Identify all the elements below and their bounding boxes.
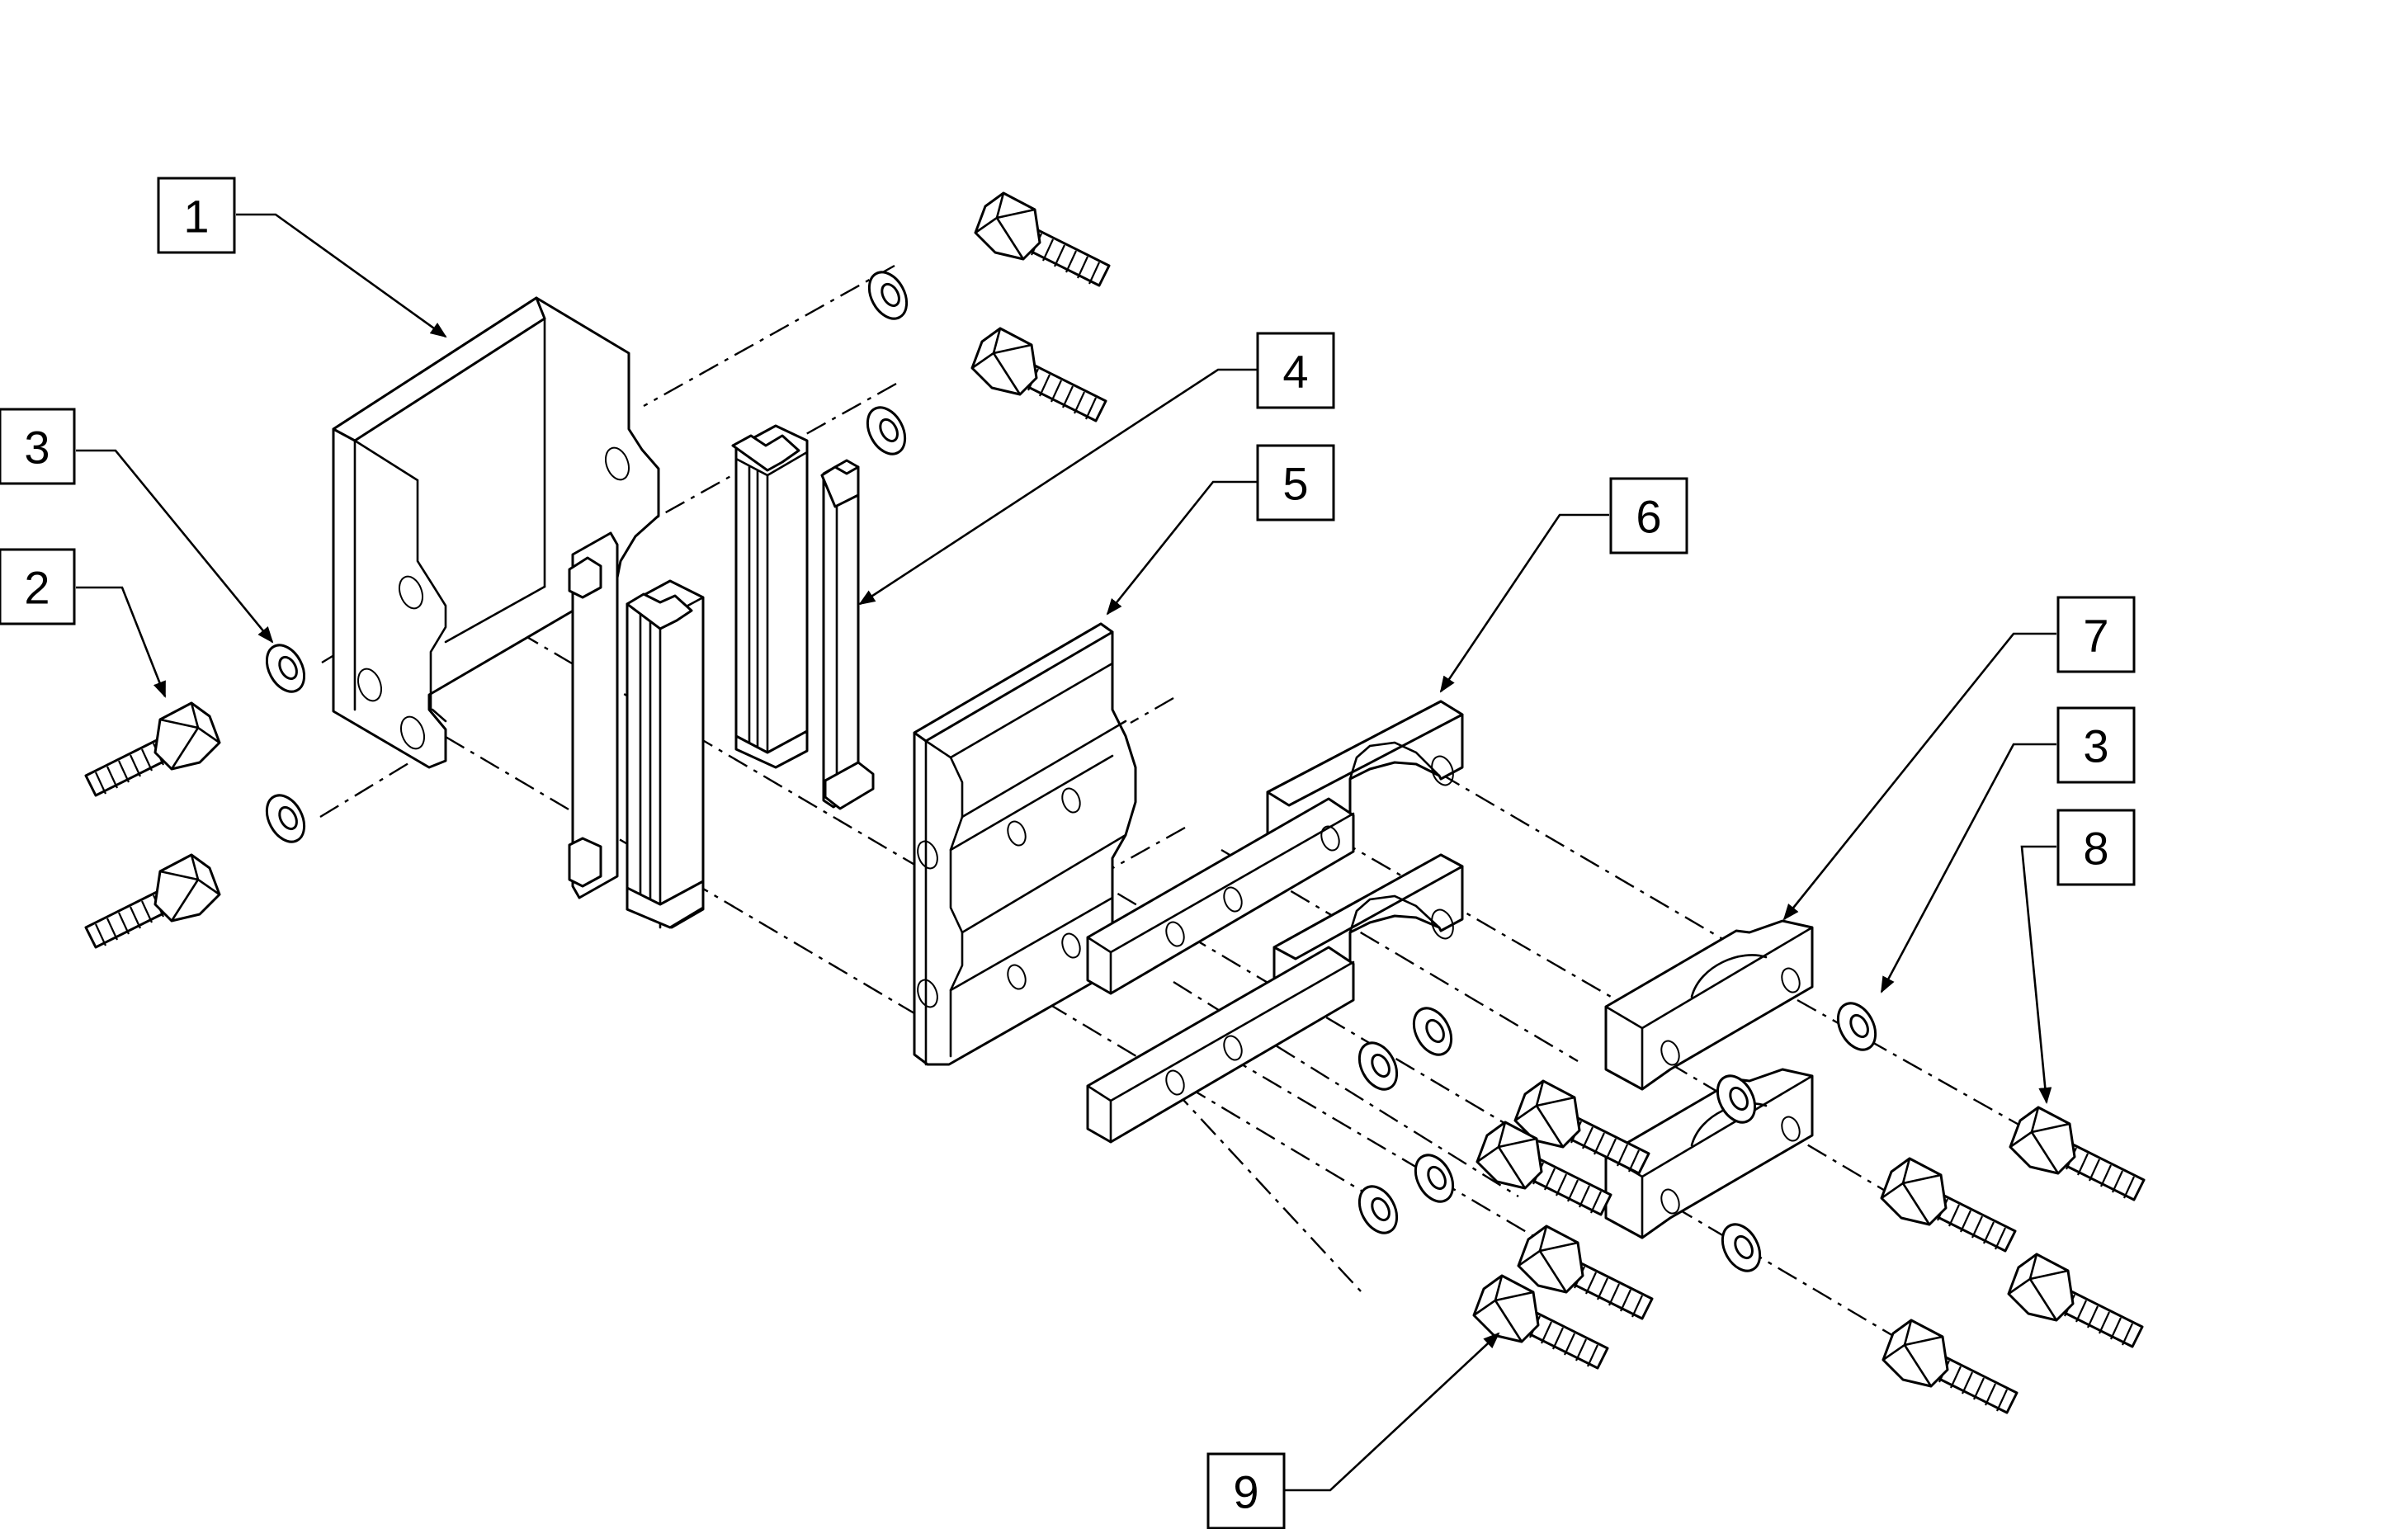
washer-left-upper bbox=[257, 637, 314, 700]
part-4-strip-left-pair bbox=[568, 531, 705, 929]
callout-7: 7 bbox=[2056, 596, 2136, 673]
part-4-strip-right-pair bbox=[731, 424, 875, 810]
bolt-mid-3 bbox=[1517, 1225, 1654, 1320]
callout-8: 8 bbox=[2056, 809, 2136, 886]
callout-1: 1 bbox=[157, 177, 236, 254]
washer-right bbox=[1829, 995, 1885, 1058]
callout-2-label: 2 bbox=[24, 562, 50, 614]
leader-lines bbox=[76, 213, 2056, 1492]
center-lines bbox=[319, 264, 2023, 1355]
callout-9-label: 9 bbox=[1233, 1466, 1258, 1518]
part-1-bracket bbox=[332, 296, 660, 769]
washer-mid-2 bbox=[1350, 1035, 1406, 1097]
washer-left-lower bbox=[257, 787, 314, 850]
part-6-bar-upper bbox=[1086, 797, 1355, 995]
part-6-bar-lower bbox=[1086, 946, 1355, 1144]
callout-4-label: 4 bbox=[1282, 346, 1308, 398]
callout-3-right: 3 bbox=[2056, 706, 2136, 784]
callout-6-label: 6 bbox=[1636, 491, 1661, 543]
part-7-cap-upper bbox=[1604, 919, 1814, 1091]
washer-top-1 bbox=[860, 264, 916, 327]
washer-mid-4 bbox=[1350, 1178, 1406, 1241]
callout-6: 6 bbox=[1609, 477, 1688, 554]
washer-top-2 bbox=[858, 399, 914, 462]
bolt-right-upper bbox=[2009, 1106, 2146, 1201]
bolt-right-lower bbox=[2007, 1253, 2144, 1348]
callout-8-label: 8 bbox=[2083, 823, 2108, 875]
callout-2: 2 bbox=[0, 548, 76, 625]
callout-3-left-label: 3 bbox=[24, 422, 50, 474]
bolt-cap-lower bbox=[1882, 1319, 2018, 1414]
bolt-cap-upper bbox=[1880, 1157, 2017, 1253]
callout-7-label: 7 bbox=[2083, 610, 2108, 662]
part-5-clamp-block bbox=[913, 622, 1139, 1066]
washer-mid-3 bbox=[1406, 1147, 1462, 1210]
callout-4: 4 bbox=[1256, 332, 1335, 409]
bolt-left-upper bbox=[84, 701, 221, 797]
bolt-top-2 bbox=[970, 327, 1107, 422]
callout-3-right-label: 3 bbox=[2083, 720, 2108, 772]
callout-5: 5 bbox=[1256, 444, 1335, 521]
washer-mid-1 bbox=[1405, 1000, 1461, 1063]
callout-5-label: 5 bbox=[1282, 458, 1308, 510]
bolt-left-lower bbox=[84, 853, 221, 949]
callout-3-left: 3 bbox=[0, 408, 76, 485]
washer-cap-lower bbox=[1713, 1216, 1769, 1279]
callout-9: 9 bbox=[1206, 1452, 1286, 1529]
bolt-top-1 bbox=[974, 191, 1111, 287]
callout-1-label: 1 bbox=[183, 191, 209, 243]
